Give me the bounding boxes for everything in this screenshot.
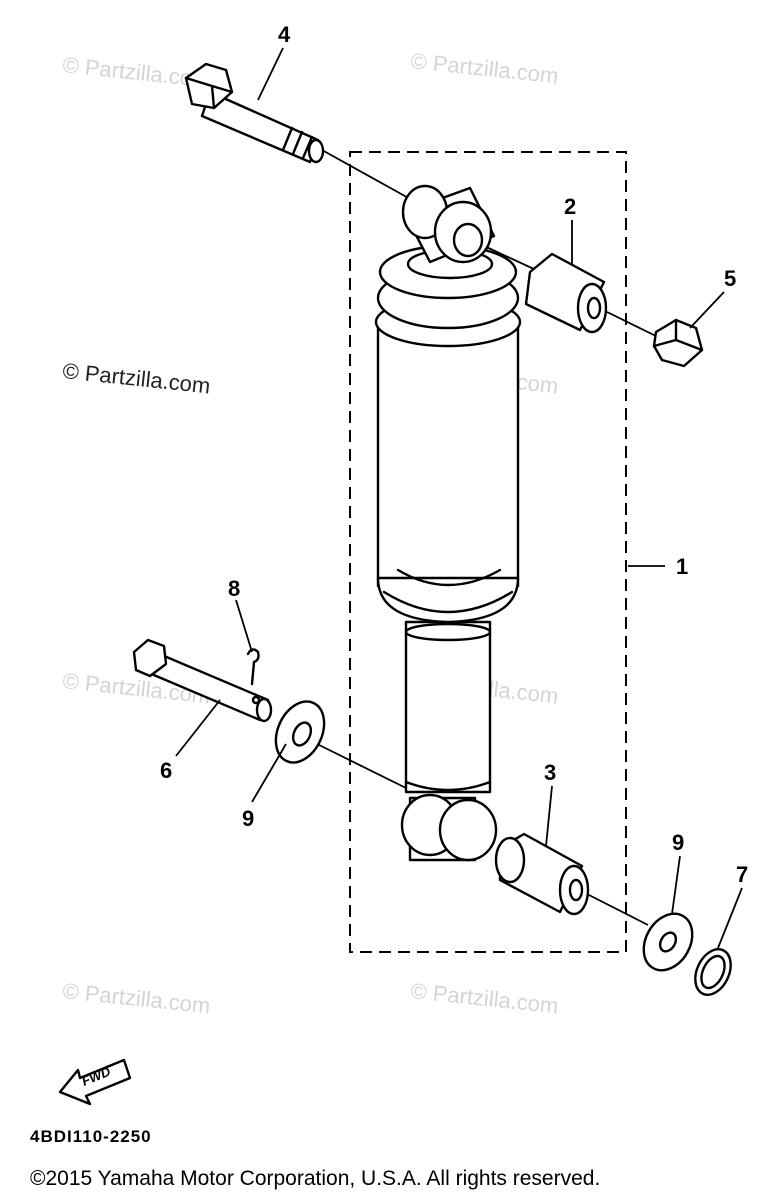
cotter-pin-shape xyxy=(246,648,260,686)
copyright-notice: ©2015 Yamaha Motor Corporation, U.S.A. A… xyxy=(30,1167,600,1190)
washer-right xyxy=(642,912,694,972)
o-ring-inner xyxy=(700,954,726,990)
upper-nut-facets xyxy=(652,318,704,352)
callout-1: 1 xyxy=(676,554,688,579)
upper-nut-body xyxy=(652,318,704,368)
callout-9-right: 9 xyxy=(672,830,684,855)
callout-leaders xyxy=(175,47,743,949)
leader-5 xyxy=(689,291,725,329)
callout-9-left: 9 xyxy=(242,806,254,831)
shock-absorber xyxy=(374,184,522,862)
leader-9-right xyxy=(671,855,681,915)
callout-5: 5 xyxy=(724,266,736,291)
lower-collar-bore xyxy=(568,878,584,902)
axis-line-lower-washer xyxy=(584,892,649,926)
assembly-boundary xyxy=(349,151,627,953)
upper-bolt-head-facets xyxy=(184,76,234,110)
cotter-pin xyxy=(246,648,260,686)
shock-upper-eye-bore xyxy=(452,222,484,258)
forward-arrow-icon: FWD xyxy=(58,1058,132,1106)
callout-7: 7 xyxy=(736,862,748,887)
watermark: © Partzilla.com xyxy=(61,978,211,1018)
callouts: 4 2 5 1 8 6 9 3 9 7 xyxy=(160,22,748,887)
leader-9-left xyxy=(251,743,287,803)
lower-pin-head xyxy=(132,638,168,678)
lower-pin xyxy=(132,638,273,723)
shock-main-cylinder xyxy=(376,316,520,588)
shock-lower-eye-face xyxy=(438,798,498,862)
axis-line-lower-pin xyxy=(304,737,411,791)
callout-6: 6 xyxy=(160,758,172,783)
upper-bolt-shank xyxy=(200,90,320,164)
leader-8 xyxy=(235,599,253,653)
shock-lower-seat xyxy=(376,576,520,624)
lower-collar-left xyxy=(494,836,526,884)
callout-3: 3 xyxy=(544,760,556,785)
lower-pin-tip xyxy=(255,697,273,723)
axis-line-upper-nut xyxy=(602,309,661,339)
callout-2: 2 xyxy=(564,194,576,219)
leader-7 xyxy=(717,887,743,949)
lower-pin-hole xyxy=(251,695,261,705)
leader-6 xyxy=(175,699,221,757)
drawing-code: 4BDI110-2250 xyxy=(30,1127,152,1146)
upper-bolt-tip xyxy=(307,138,325,164)
watermark-prominent: © Partzilla.com xyxy=(61,358,211,398)
lower-collar xyxy=(494,832,590,916)
axis-line-upper-collar xyxy=(481,244,537,271)
washer-right-inner xyxy=(658,931,678,953)
washer-left xyxy=(274,700,326,764)
upper-collar-bore xyxy=(586,296,602,320)
shock-lower-seat-edge xyxy=(382,590,514,614)
callout-8: 8 xyxy=(228,576,240,601)
shock-lower-seat-inner xyxy=(396,568,502,587)
axis-line-upper-bolt xyxy=(321,149,413,201)
upper-bolt-thread xyxy=(281,126,314,160)
upper-nut xyxy=(652,318,704,368)
watermark: © Partzilla.com xyxy=(409,48,559,88)
washer-left-inner xyxy=(291,721,313,747)
o-ring xyxy=(694,948,732,996)
forward-arrow-shape xyxy=(58,1058,132,1106)
upper-bolt xyxy=(184,62,325,164)
leader-4 xyxy=(257,47,284,101)
upper-collar xyxy=(524,252,608,334)
callout-4: 4 xyxy=(278,22,291,47)
shock-lower-body-top xyxy=(404,622,492,642)
leader-3 xyxy=(545,785,553,847)
shock-lower-body-bottom xyxy=(404,780,492,792)
watermark: © Partzilla.com xyxy=(409,978,559,1018)
shock-lower-body xyxy=(404,620,492,794)
